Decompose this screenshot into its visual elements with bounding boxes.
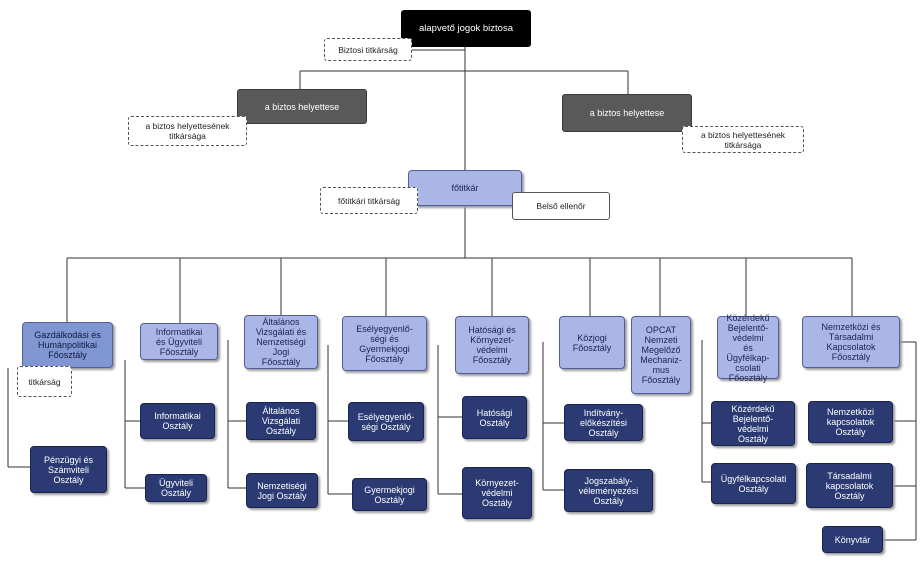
deputy-right-box: a biztos helyettese: [562, 94, 692, 132]
secretary-general-box: főtitkár: [408, 170, 522, 206]
ombudsman-secretariat-box: Biztosi titkárság: [324, 38, 412, 61]
unit-box-gyermekjogi: Gyermekjogi Osztály: [352, 478, 427, 511]
unit-box-kozerdeku: Közérdekű Bejelentő- védelmi Osztály: [711, 401, 795, 446]
department-box-eselyegyenlosegi: Esélyegyenlő- ségi és Gyermekjogi Főoszt…: [342, 316, 427, 371]
department-box-altalanos: Általános Vizsgálati és Nemzetiségi Jogi…: [244, 315, 318, 369]
unit-box-inditvany: Indítvány- előkészítési Osztály: [564, 404, 643, 441]
department-box-opcat: OPCAT Nemzeti Megelőző Mechaniz- mus Főo…: [631, 316, 691, 394]
unit-box-jogszabaly: Jogszabály- véleményezési Osztály: [564, 469, 653, 512]
unit-box-nemzetisegi: Nemzetiségi Jogi Osztály: [246, 473, 318, 508]
ombudsman-box: alapvető jogok biztosa: [401, 10, 531, 47]
department-box-hatosagi: Hatósági és Környezet- védelmi Főosztály: [455, 316, 529, 374]
unit-box-eselyegyenlosegi: Esélyegyenlő- ségi Osztály: [348, 402, 424, 441]
unit-box-altalanos: Általános Vizsgálati Osztály: [246, 402, 316, 440]
department-box-gazdalkodasi: Gazdálkodási és Humánpolitikai Főosztály: [22, 322, 113, 368]
unit-box-tarsadalmi: Társadalmi kapcsolatok Osztály: [806, 463, 893, 508]
department-box-kozerdeku: Közérdekű Bejelentő- védelmi és Ügyfélka…: [717, 313, 779, 383]
department-secretariat-box: titkárság: [17, 366, 72, 397]
unit-box-nemzetkozi: Nemzetközi kapcsolatok Osztály: [808, 401, 893, 443]
secretary-general-secretariat-box: főtitkári titkárság: [320, 187, 418, 214]
department-box-nemzetkozi: Nemzetközi és Társadalmi Kapcsolatok Főo…: [802, 316, 900, 368]
internal-audit-box: Belső ellenőr: [512, 192, 610, 220]
deputy-right-secretariat-box: a biztos helyettesének titkársága: [682, 126, 804, 153]
department-box-informatikai: Informatikai és Ügyviteli Főosztály: [140, 323, 218, 360]
unit-box-kornyezetvedelmi: Környezet- védelmi Osztály: [462, 467, 532, 519]
unit-box-ugyviteli: Ügyviteli Osztály: [145, 474, 207, 502]
unit-box-informatikai: Informatikai Osztály: [140, 403, 215, 439]
unit-box-konyvtar: Könyvtár: [822, 526, 883, 553]
unit-box-hatosagi: Hatósági Osztály: [462, 396, 527, 439]
unit-box-ugyfelkapcsolati: Ügyfélkapcsolati Osztály: [711, 463, 796, 504]
unit-box-penzugyi: Pénzügyi és Számviteli Osztály: [30, 446, 107, 493]
deputy-left-box: a biztos helyettese: [237, 89, 367, 124]
deputy-left-secretariat-box: a biztos helyettesének titkársága: [128, 116, 247, 146]
department-box-kozjogi: Közjogi Főosztály: [559, 316, 625, 369]
